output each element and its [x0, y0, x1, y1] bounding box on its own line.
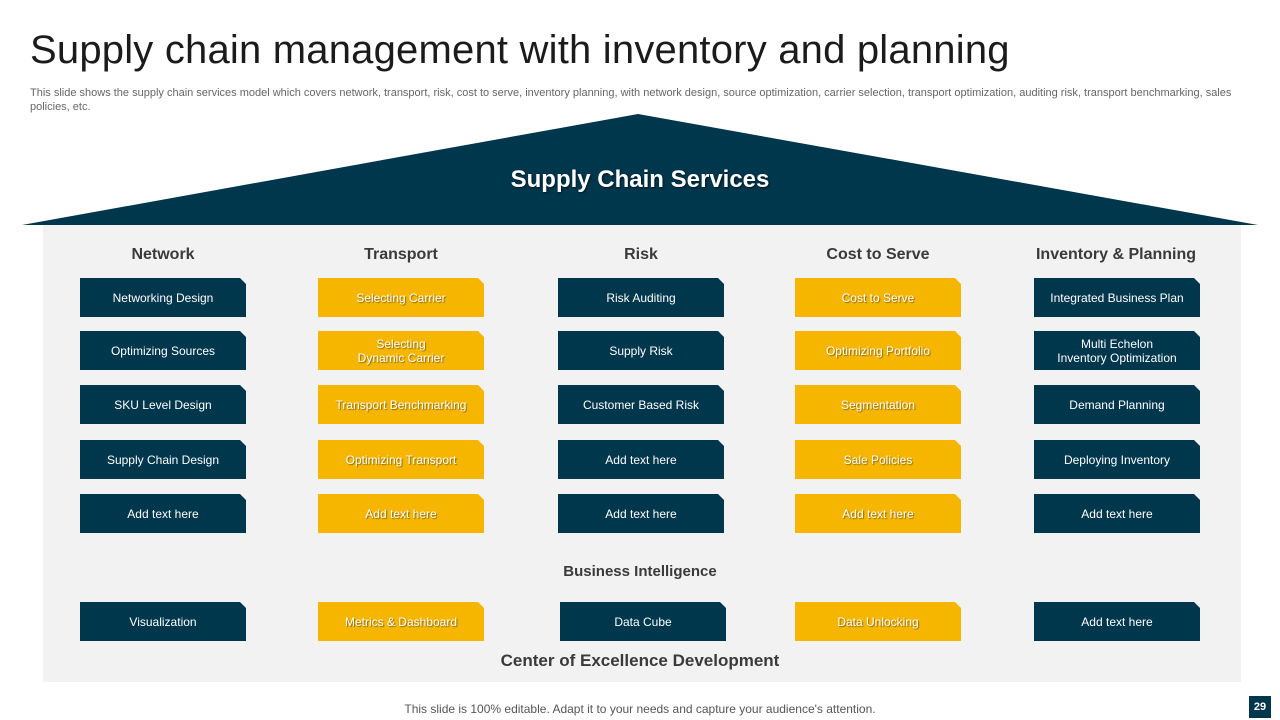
bi-box: Data Unlocking	[795, 602, 961, 641]
page-number-badge: 29	[1249, 696, 1271, 718]
bi-box: Data Cube	[560, 602, 726, 641]
service-box: Add text here	[558, 440, 724, 479]
service-box: Selecting Carrier	[318, 278, 484, 317]
service-box: Deploying Inventory	[1034, 440, 1200, 479]
footer-note: This slide is 100% editable. Adapt it to…	[404, 702, 876, 716]
service-box: Add text here	[318, 494, 484, 533]
column-header-network: Network	[131, 246, 195, 263]
service-box: Sale Policies	[795, 440, 961, 479]
bi-box: Visualization	[80, 602, 246, 641]
service-box: Selecting Dynamic Carrier	[318, 331, 484, 370]
service-box: Optimizing Transport	[318, 440, 484, 479]
service-box: Transport Benchmarking	[318, 385, 484, 424]
column-header-risk: Risk	[624, 246, 658, 263]
service-box: Multi Echelon Inventory Optimization	[1034, 331, 1200, 370]
service-box: Networking Design	[80, 278, 246, 317]
service-box: Supply Risk	[558, 331, 724, 370]
service-box: Add text here	[80, 494, 246, 533]
service-box: Segmentation	[795, 385, 961, 424]
service-box: Customer Based Risk	[558, 385, 724, 424]
column-header-inventory-planning: Inventory & Planning	[1035, 246, 1196, 263]
bi-box: Add text here	[1034, 602, 1200, 641]
service-box: Add text here	[558, 494, 724, 533]
service-box: Risk Auditing	[558, 278, 724, 317]
page-title: Supply chain management with inventory a…	[30, 28, 1010, 72]
center-of-excellence-label: Center of Excellence Development	[500, 651, 780, 670]
column-header-cost-to-serve: Cost to Serve	[826, 246, 930, 263]
service-box: Demand Planning	[1034, 385, 1200, 424]
service-box: Optimizing Portfolio	[795, 331, 961, 370]
service-box: Optimizing Sources	[80, 331, 246, 370]
service-box: Add text here	[795, 494, 961, 533]
slide-description: This slide shows the supply chain servic…	[30, 87, 1232, 113]
service-box: Add text here	[1034, 494, 1200, 533]
roof-label: Supply Chain Services	[510, 166, 770, 193]
column-header-transport: Transport	[364, 246, 438, 263]
service-box: Supply Chain Design	[80, 440, 246, 479]
service-box: Cost to Serve	[795, 278, 961, 317]
service-box: Integrated Business Plan	[1034, 278, 1200, 317]
business-intelligence-label: Business Intelligence	[563, 563, 717, 580]
service-box: SKU Level Design	[80, 385, 246, 424]
roof-shape	[22, 114, 1258, 225]
bi-box: Metrics & Dashboard	[318, 602, 484, 641]
